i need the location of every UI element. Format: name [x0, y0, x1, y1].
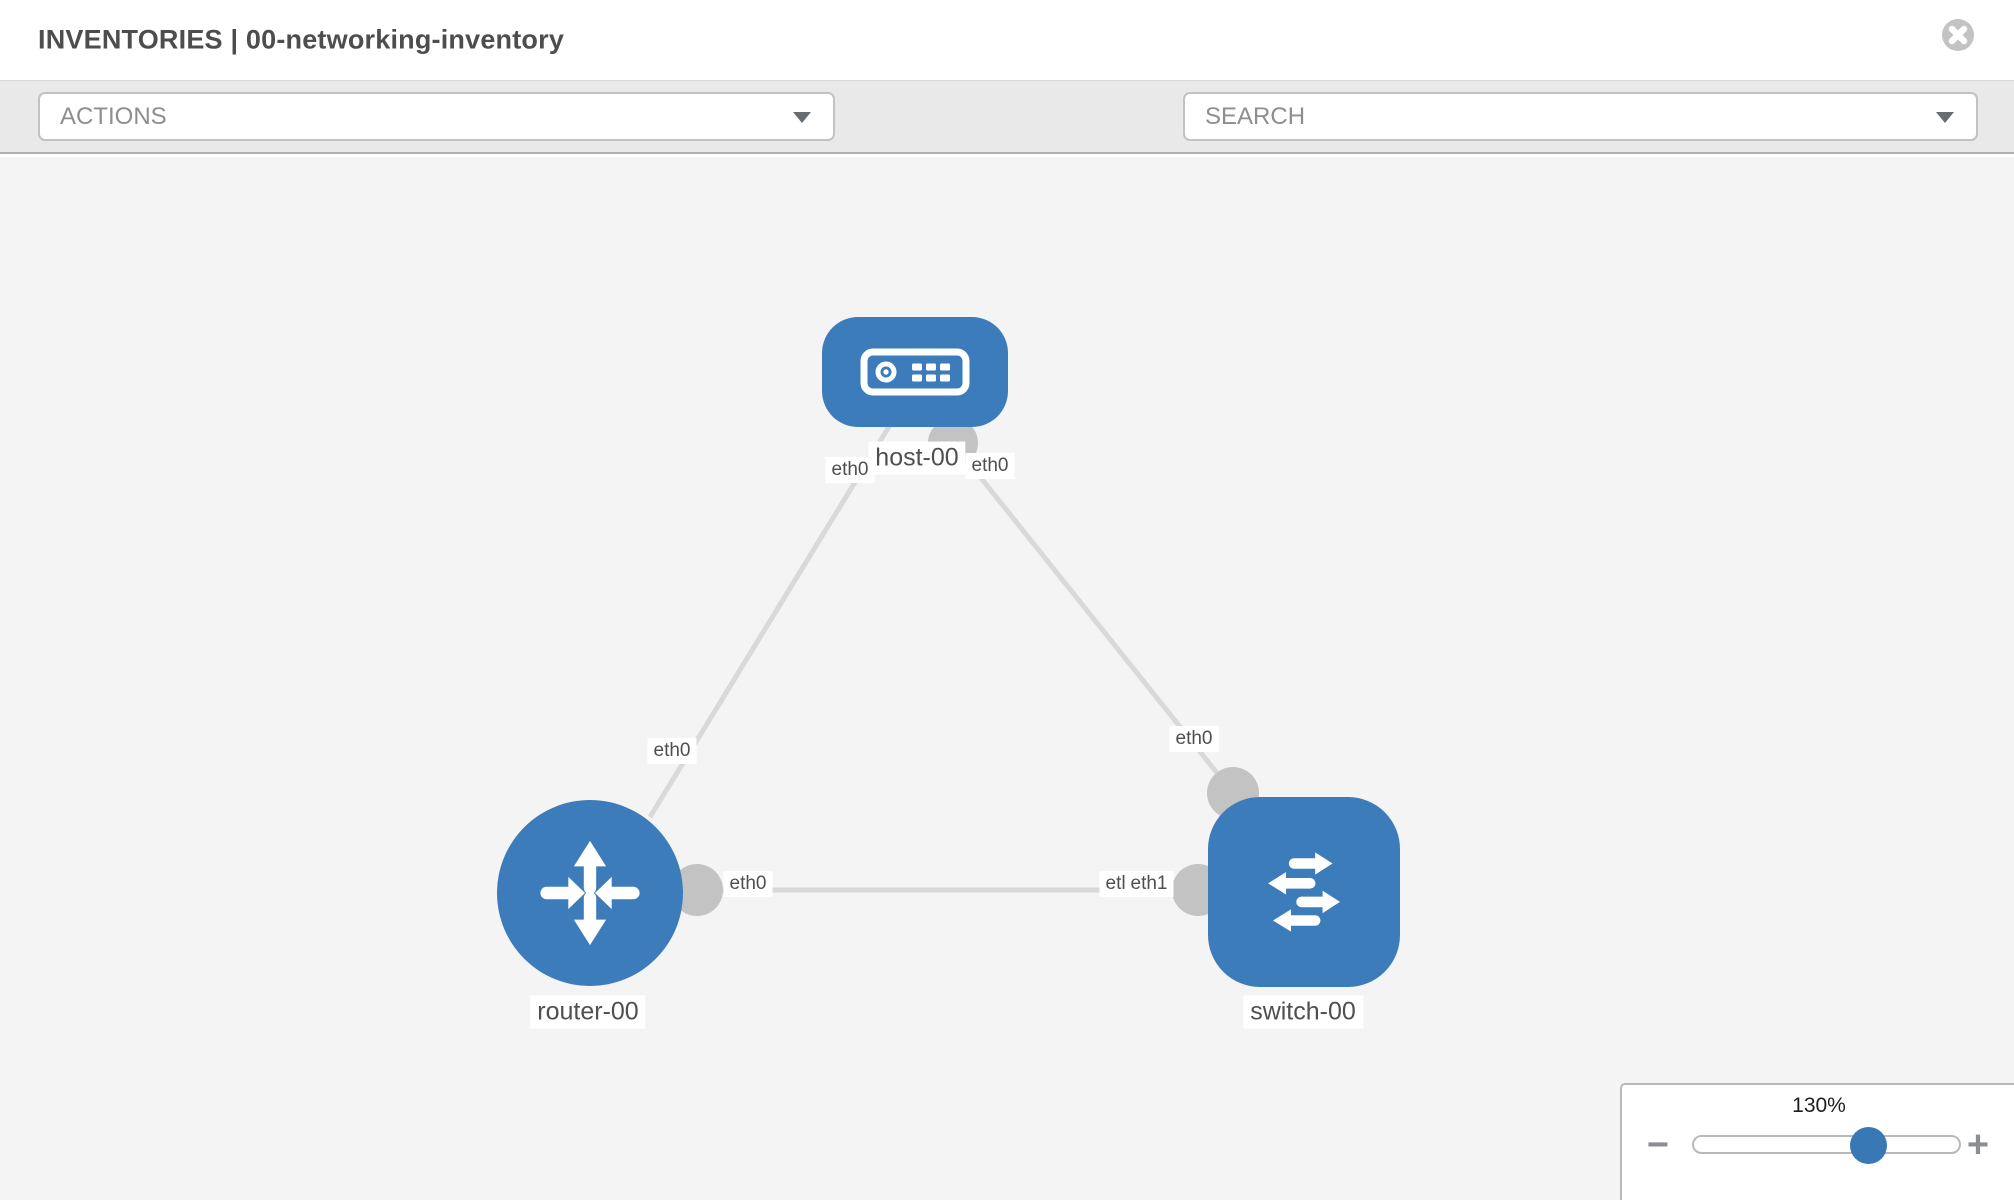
zoom-level-value: 130%	[1792, 1094, 1846, 1117]
search-dropdown-label: SEARCH	[1205, 103, 1306, 130]
node-switch-00[interactable]	[1208, 797, 1400, 987]
router-icon	[540, 840, 640, 946]
toolbar: ACTIONS	[0, 80, 2014, 212]
iface-label-switch-eth1-mid: eth1	[1124, 871, 1174, 897]
iface-label-switch-eth0-top: eth0	[1169, 726, 1219, 752]
zoom-slider-track[interactable]	[1692, 1127, 1961, 1164]
node-router-00[interactable]	[497, 800, 683, 986]
iface-label-router-eth0-mid: eth0	[723, 871, 773, 897]
page-title: INVENTORIES | 00-networking-inventory	[38, 24, 565, 55]
zoom-out-button[interactable]: −	[1646, 1124, 1670, 1166]
node-host-00[interactable]	[822, 317, 1008, 427]
endpoint-router-eth0	[671, 864, 723, 916]
iface-label-host-eth0-right: eth0	[965, 453, 1015, 479]
topology-canvas[interactable]: host-00 router-00 switch-00 eth0 eth0 et…	[0, 157, 2014, 1200]
close-button[interactable]	[1942, 19, 1974, 51]
actions-dropdown[interactable]: ACTIONS	[38, 92, 835, 141]
zoom-in-button[interactable]: +	[1966, 1124, 1990, 1166]
node-label-host: host-00	[868, 441, 966, 475]
zoom-panel: 130% − +	[1620, 1083, 2014, 1200]
search-dropdown[interactable]: SEARCH	[1183, 92, 1978, 141]
zoom-slider-thumb[interactable]	[1850, 1127, 1887, 1164]
node-label-router: router-00	[530, 995, 646, 1029]
header: INVENTORIES | 00-networking-inventory	[0, 0, 2014, 80]
chevron-down-icon	[793, 111, 811, 123]
node-label-switch: switch-00	[1243, 995, 1363, 1029]
iface-label-host-eth0-left: eth0	[825, 457, 875, 483]
topology-links-layer	[647, 418, 1259, 916]
close-icon	[1948, 25, 1968, 45]
host-icon	[860, 348, 970, 396]
switch-icon	[1268, 852, 1340, 932]
iface-label-router-eth0-top: eth0	[647, 738, 697, 764]
chevron-down-icon	[1936, 111, 1954, 123]
actions-dropdown-label: ACTIONS	[60, 103, 167, 130]
